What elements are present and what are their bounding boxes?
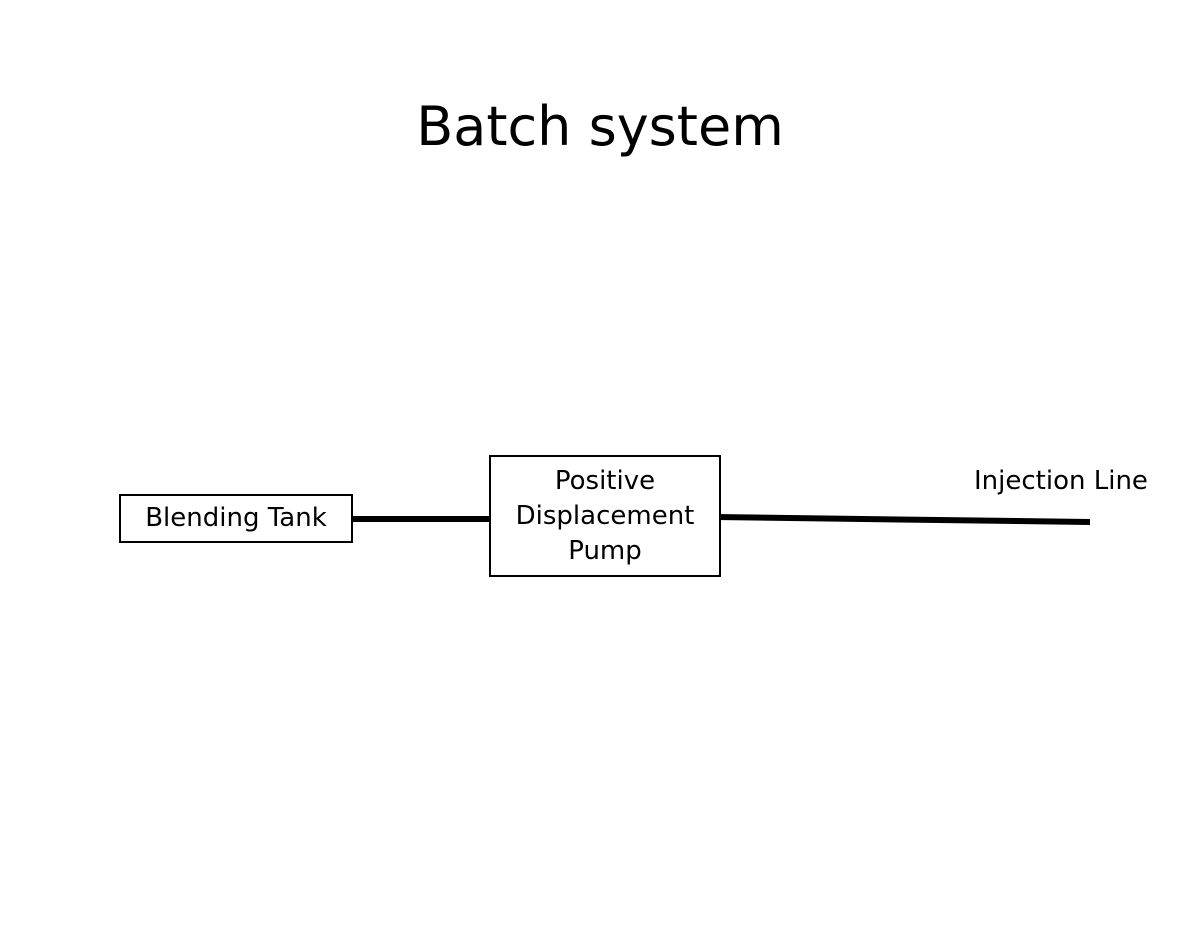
connector-tank-to-pump <box>350 516 492 522</box>
pump-label-line-2: Displacement <box>515 500 695 531</box>
injection-pipe-stroke <box>715 514 1090 525</box>
blending-tank-label: Blending Tank <box>145 503 327 533</box>
injection-line-label: Injection Line <box>974 466 1148 496</box>
connector-pump-to-injection <box>715 514 1090 525</box>
pump-label-line-3: Pump <box>568 535 642 566</box>
positive-displacement-pump-node[interactable]: Positive Displacement Pump <box>489 455 721 577</box>
page-title: Batch system <box>416 95 784 158</box>
pump-label-line-1: Positive <box>554 465 656 496</box>
blending-tank-node[interactable]: Blending Tank <box>119 494 353 543</box>
